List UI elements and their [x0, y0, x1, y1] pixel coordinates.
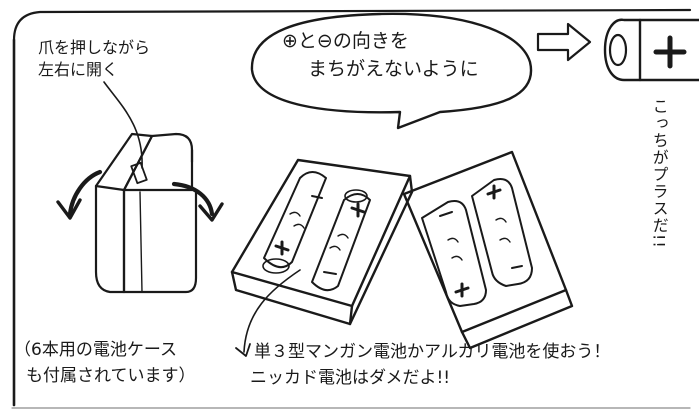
bubble-caption-line1: ⊕と⊖の向きを [282, 30, 409, 52]
outer-frame [12, 8, 692, 42]
speech-bubble [250, 12, 533, 130]
battery-right-2 [471, 178, 533, 287]
open-left-arrow [67, 169, 103, 217]
closed-battery-case [56, 132, 224, 294]
bubble-caption-line2: まちがえないように [308, 58, 479, 80]
claw-instruction-note: 爪を押しながら 左右に開く [38, 38, 150, 82]
battery-leader-line [243, 269, 301, 353]
open-case-right [402, 150, 574, 350]
case-included-note: （6本用の電池ケース も付属されています） [14, 340, 196, 392]
battery-tip-icon [603, 18, 699, 82]
case-note-line1: （6本用の電池ケース [14, 340, 177, 360]
battery-note-line1: 単３型マンガン電池かアルカリ電池を使おう！ [254, 342, 611, 362]
battery-right-1 [421, 200, 487, 307]
claw-note-line1: 爪を押しながら [38, 38, 151, 57]
battery-left-1 [262, 171, 327, 274]
open-case-left [230, 158, 414, 326]
bubble-caption: ⊕と⊖の向きを まちがえないように [268, 30, 528, 86]
claw-note-line2: 左右に開く [38, 60, 119, 79]
battery-note-line2: ニッカド電池はダメだよ!! [250, 368, 451, 388]
hollow-arrow [536, 22, 592, 62]
battery-left-2 [311, 189, 371, 292]
open-right-arrow [171, 181, 215, 217]
case-note-line2: も付属されています） [26, 366, 196, 386]
plus-side-note: こっちがプラスだ!! [649, 98, 669, 249]
claw-leader-line [103, 81, 143, 169]
battery-type-note: 単３型マンガン電池かアルカリ電池を使おう！ ニッカド電池はダメだよ!! [250, 342, 610, 394]
